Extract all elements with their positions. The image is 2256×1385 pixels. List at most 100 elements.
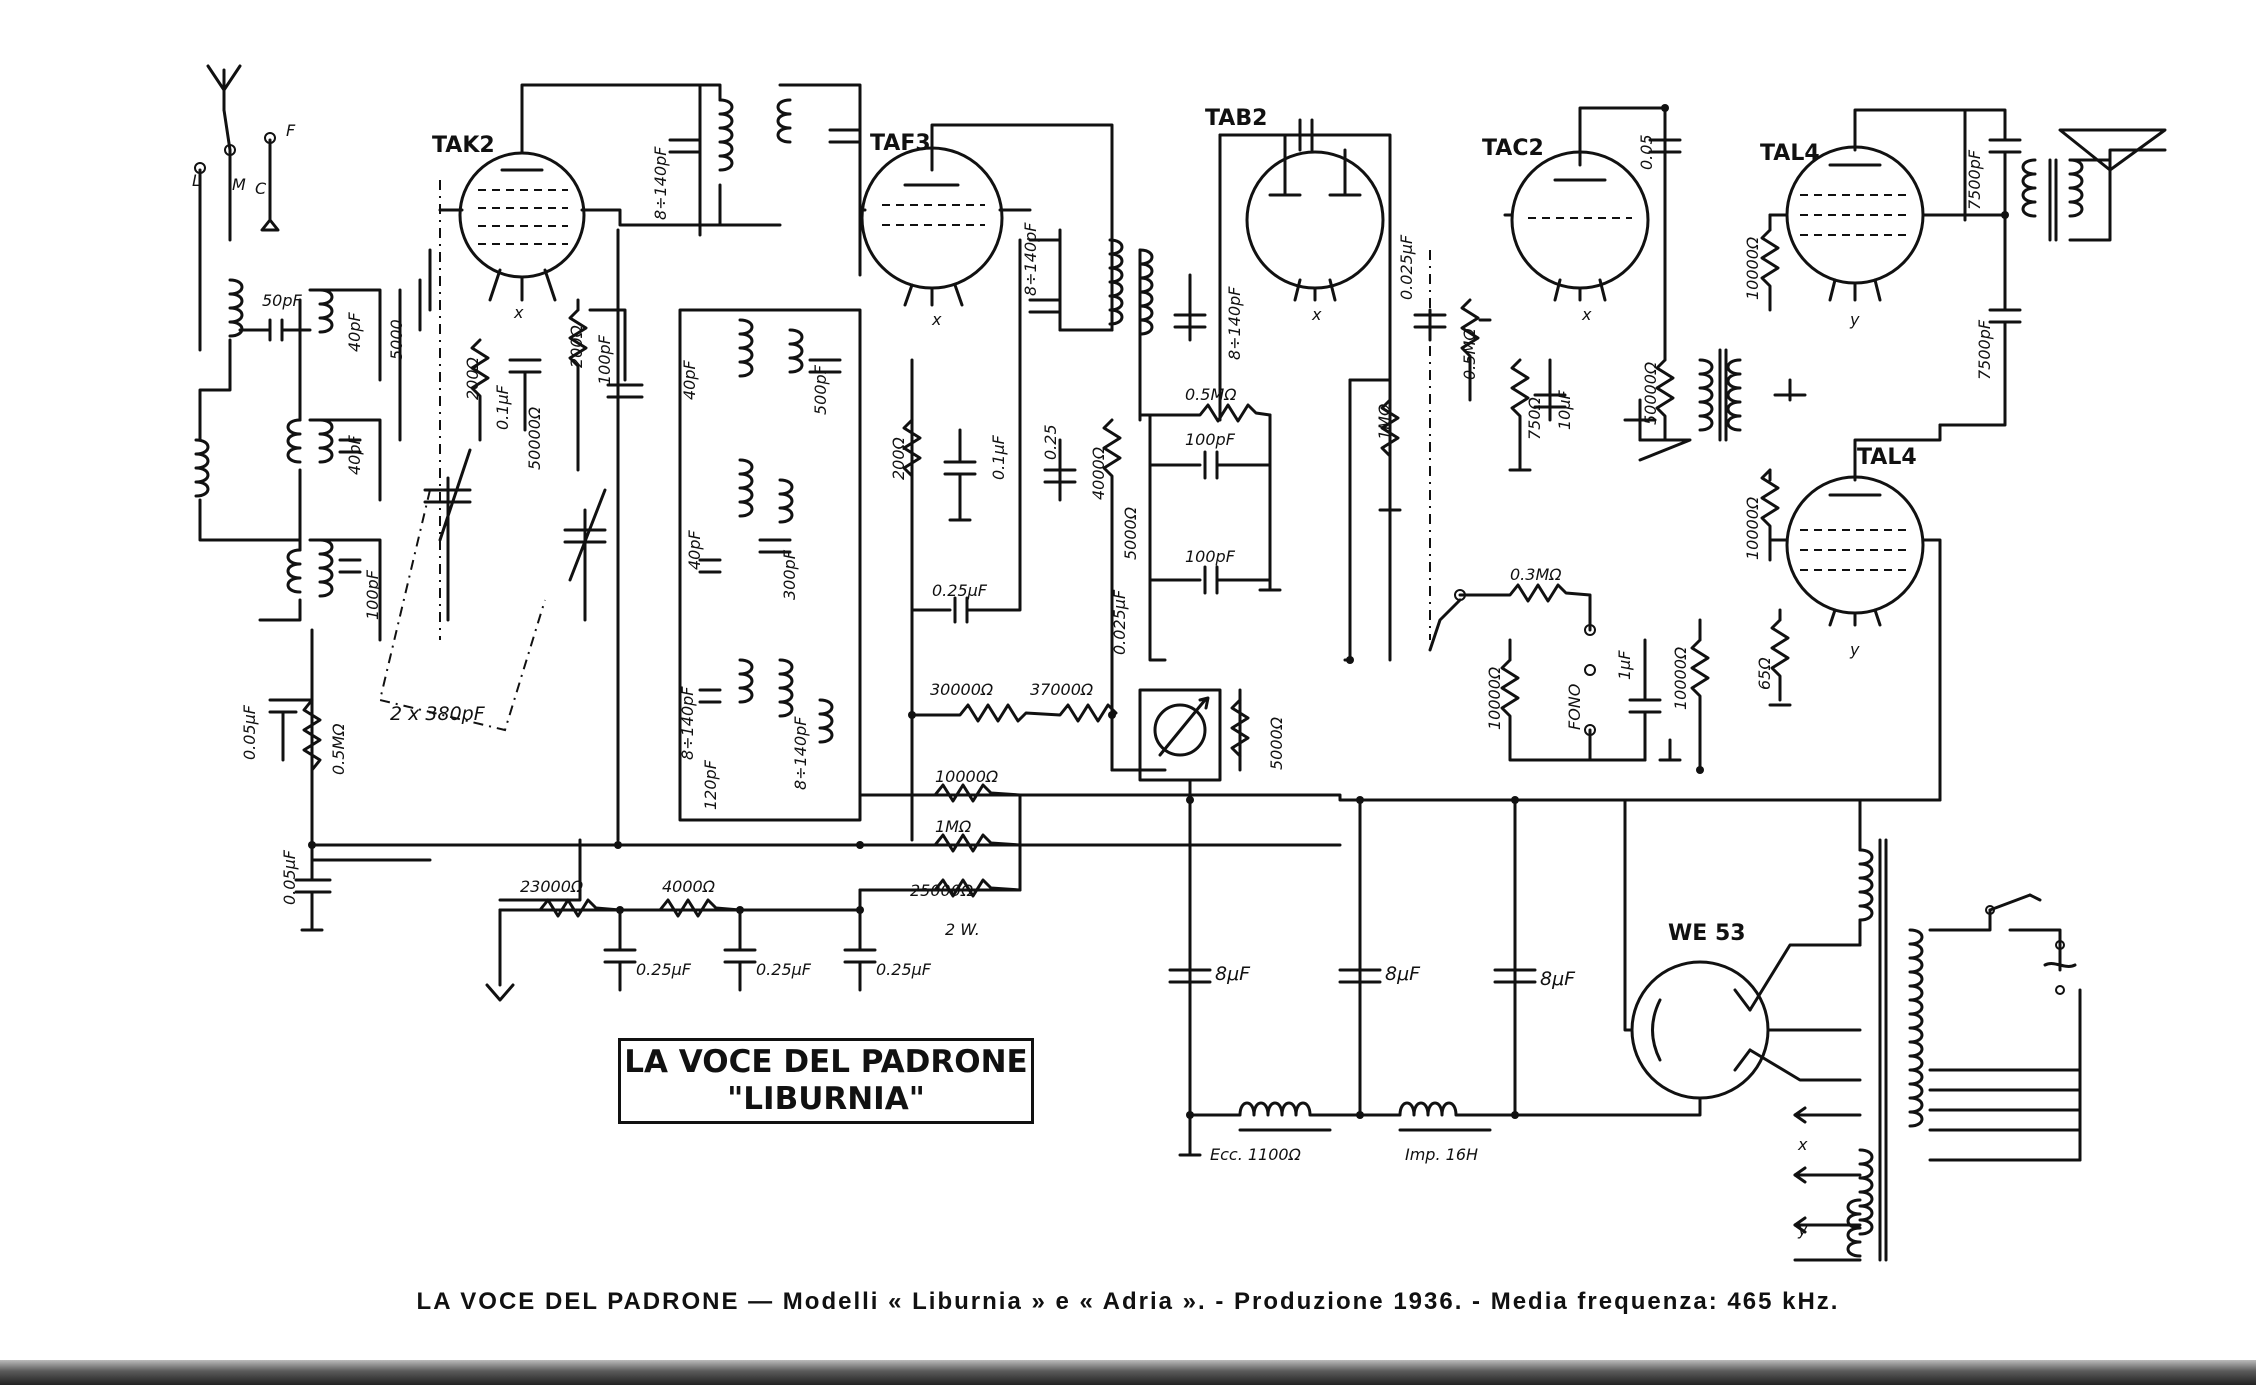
tac2-network xyxy=(1343,138,1682,662)
label-y2: y xyxy=(1849,640,1860,659)
label-200ohm-b: 200Ω xyxy=(567,324,586,368)
label-200ohm-c: 200Ω xyxy=(889,436,908,480)
tube-tak2 xyxy=(438,83,782,302)
label-5000-c: 5000Ω xyxy=(1267,716,1286,770)
tube-label-tal4-lower: TAL4 xyxy=(1857,445,1917,470)
label-1mohm-b: 1MΩ xyxy=(1375,403,1394,440)
label-10000-a: 10000Ω xyxy=(935,767,999,786)
antenna-coils xyxy=(194,278,432,862)
label-01uf-a: 0.1μF xyxy=(493,384,512,430)
label-7500pf-b: 7500pF xyxy=(1975,319,1994,380)
label-05mohm-a: 0.5MΩ xyxy=(329,723,348,775)
label-01uf-b: 0.1μF xyxy=(989,434,1008,480)
label-10000-c: 10000Ω xyxy=(1671,646,1690,710)
label-1mohm-a: 1MΩ xyxy=(935,817,972,836)
label-ant-c: C xyxy=(255,179,267,198)
label-imp: Imp. 16H xyxy=(1405,1145,1478,1164)
title-line-2: "LIBURNIA" xyxy=(727,1081,925,1117)
scan-edge xyxy=(0,1360,2256,1385)
label-x2: x xyxy=(931,310,942,329)
label-025uf-a: 0.25μF xyxy=(932,581,988,600)
tube-tab2 xyxy=(1218,118,1392,662)
label-005uf-a: 0.05μF xyxy=(240,704,259,760)
tube-label-tak2: TAK2 xyxy=(432,133,495,158)
taf3-network xyxy=(902,238,1118,842)
label-y1: y xyxy=(1849,310,1860,329)
label-100pf-d: 100pF xyxy=(1185,547,1236,566)
upper-output-network xyxy=(1760,108,2022,427)
tube-we53 xyxy=(1623,798,1862,1100)
label-8uf-a: 8μF xyxy=(1215,963,1251,985)
label-05mohm-c: 0.5MΩ xyxy=(1460,328,1479,380)
label-x1: x xyxy=(513,303,524,322)
label-8-140-b: 8÷140pF xyxy=(678,686,697,760)
tak2-cathode-network xyxy=(470,228,644,902)
label-x4: x xyxy=(1581,305,1592,324)
label-8-140-c: 8÷140pF xyxy=(791,716,810,790)
label-8-140-e: 8÷140pF xyxy=(1225,286,1244,360)
if-transformer-1 xyxy=(668,83,862,277)
tube-label-tal4-upper: TAL4 xyxy=(1760,141,1820,166)
label-2w: 2 W. xyxy=(945,920,980,939)
power-filter xyxy=(1168,798,1702,1157)
label-exc: Ecc. 1100Ω xyxy=(1210,1145,1302,1164)
title-line-1: LA VOCE DEL PADRONE xyxy=(624,1043,1028,1080)
label-40pf-c: 40pF xyxy=(680,359,699,400)
label-30000: 30000Ω xyxy=(930,680,994,699)
junction-dots xyxy=(308,104,2009,1119)
tube-label-tac2: TAC2 xyxy=(1482,136,1544,161)
label-300pf: 300pF xyxy=(780,549,799,600)
label-100pf-b: 100pF xyxy=(595,334,614,385)
label-500pf: 500pF xyxy=(811,364,830,415)
label-8uf-b: 8μF xyxy=(1385,963,1421,985)
label-ant-f: F xyxy=(286,121,296,140)
label-x3: x xyxy=(1311,305,1322,324)
oscillator-coils xyxy=(678,308,862,822)
label-4000-b: 4000Ω xyxy=(1089,446,1108,500)
tube-label-taf3: TAF3 xyxy=(870,131,931,156)
label-40pf-d: 40pF xyxy=(685,529,704,570)
label-10000-d: 10000Ω xyxy=(1743,236,1762,300)
label-200ohm-a: 200Ω xyxy=(463,356,482,400)
left-capacitors xyxy=(238,248,432,574)
label-025uf-b: 0.25μF xyxy=(636,960,692,979)
caption: LA VOCE DEL PADRONE — Modelli « Liburnia… xyxy=(416,1288,1840,1315)
label-37000: 37000Ω xyxy=(1030,680,1094,699)
label-0025uf-a: 0.025μF xyxy=(1110,589,1129,655)
label-05mohm-b: 0.5MΩ xyxy=(1185,385,1237,404)
label-100pf-c: 100pF xyxy=(1185,430,1236,449)
tube-tal4-upper xyxy=(1768,108,1967,302)
label-025uf-c: 0.25μF xyxy=(756,960,812,979)
label-50pf: 50pF xyxy=(262,291,303,310)
label-4000: 4000Ω xyxy=(662,877,716,896)
label-8-140-a: 8÷140pF xyxy=(651,146,670,220)
label-005: 0.05 xyxy=(1637,134,1656,170)
label-50000-d: 50000Ω xyxy=(1641,361,1660,425)
label-y3: y xyxy=(1797,1220,1808,1239)
label-2x380: 2 x 380pF xyxy=(390,703,486,725)
tube-label-tab2: TAB2 xyxy=(1205,106,1267,131)
output-driver xyxy=(1638,258,1807,772)
label-x5: x xyxy=(1797,1135,1808,1154)
tab2-network xyxy=(1138,133,1282,662)
label-03mohm: 0.3MΩ xyxy=(1510,565,1562,584)
label-8uf-c: 8μF xyxy=(1540,968,1576,990)
tube-tac2 xyxy=(1503,106,1667,302)
label-005uf-b: 0.05μF xyxy=(280,849,299,905)
label-10000-b: 10000Ω xyxy=(1485,666,1504,730)
label-5000-b: 5000Ω xyxy=(1121,506,1140,560)
phono-switch xyxy=(1428,583,1682,762)
tube-label-we53: WE 53 xyxy=(1668,921,1746,946)
tuning-indicator xyxy=(1110,688,1250,847)
label-40pf-b: 40pF xyxy=(345,434,364,475)
antenna xyxy=(194,64,280,352)
label-25000: 25000Ω xyxy=(910,881,974,900)
label-025uf-d: 0.25μF xyxy=(876,960,932,979)
label-65: 65Ω xyxy=(1755,657,1774,690)
tube-taf3 xyxy=(858,123,1114,332)
label-ant-l: L xyxy=(192,171,201,190)
label-100pf-a: 100pF xyxy=(363,569,382,620)
tube-tal4-lower xyxy=(1768,423,1942,802)
label-40pf-a: 40pF xyxy=(345,311,364,352)
